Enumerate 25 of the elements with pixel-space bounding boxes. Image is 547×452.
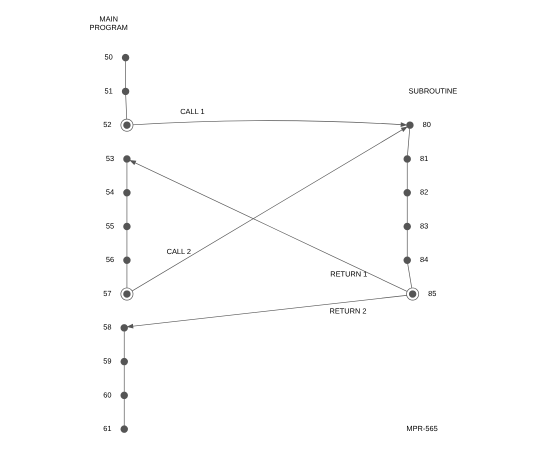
edge-label: CALL 1 (180, 106, 205, 116)
edge-label: RETURN 2 (329, 306, 367, 315)
node-label: 58 (103, 322, 112, 332)
node-label: 52 (103, 120, 112, 129)
node-label: 82 (420, 187, 428, 196)
node-label: 54 (106, 187, 114, 196)
node-label: 53 (106, 153, 114, 162)
node-label: 60 (103, 390, 112, 399)
edge-label: RETURN 1 (330, 268, 368, 278)
node-label: 56 (106, 254, 114, 264)
node-label: 81 (420, 153, 428, 162)
node-label: 84 (420, 254, 428, 264)
label: MAIN PROGRAM (90, 14, 128, 32)
node-label: 83 (420, 220, 428, 230)
node-label: 59 (103, 356, 112, 365)
node-label: 55 (106, 220, 114, 230)
node-label: 85 (428, 288, 436, 298)
node-label: 50 (104, 52, 113, 62)
label: SUBROUTINE (408, 86, 458, 95)
node-label: 61 (103, 424, 112, 433)
edge-label: CALL 2 (166, 246, 192, 256)
node-label: 57 (103, 288, 112, 298)
node-label: 51 (104, 86, 113, 95)
node-label: 80 (422, 120, 431, 129)
label: MPR-565 (406, 424, 438, 433)
